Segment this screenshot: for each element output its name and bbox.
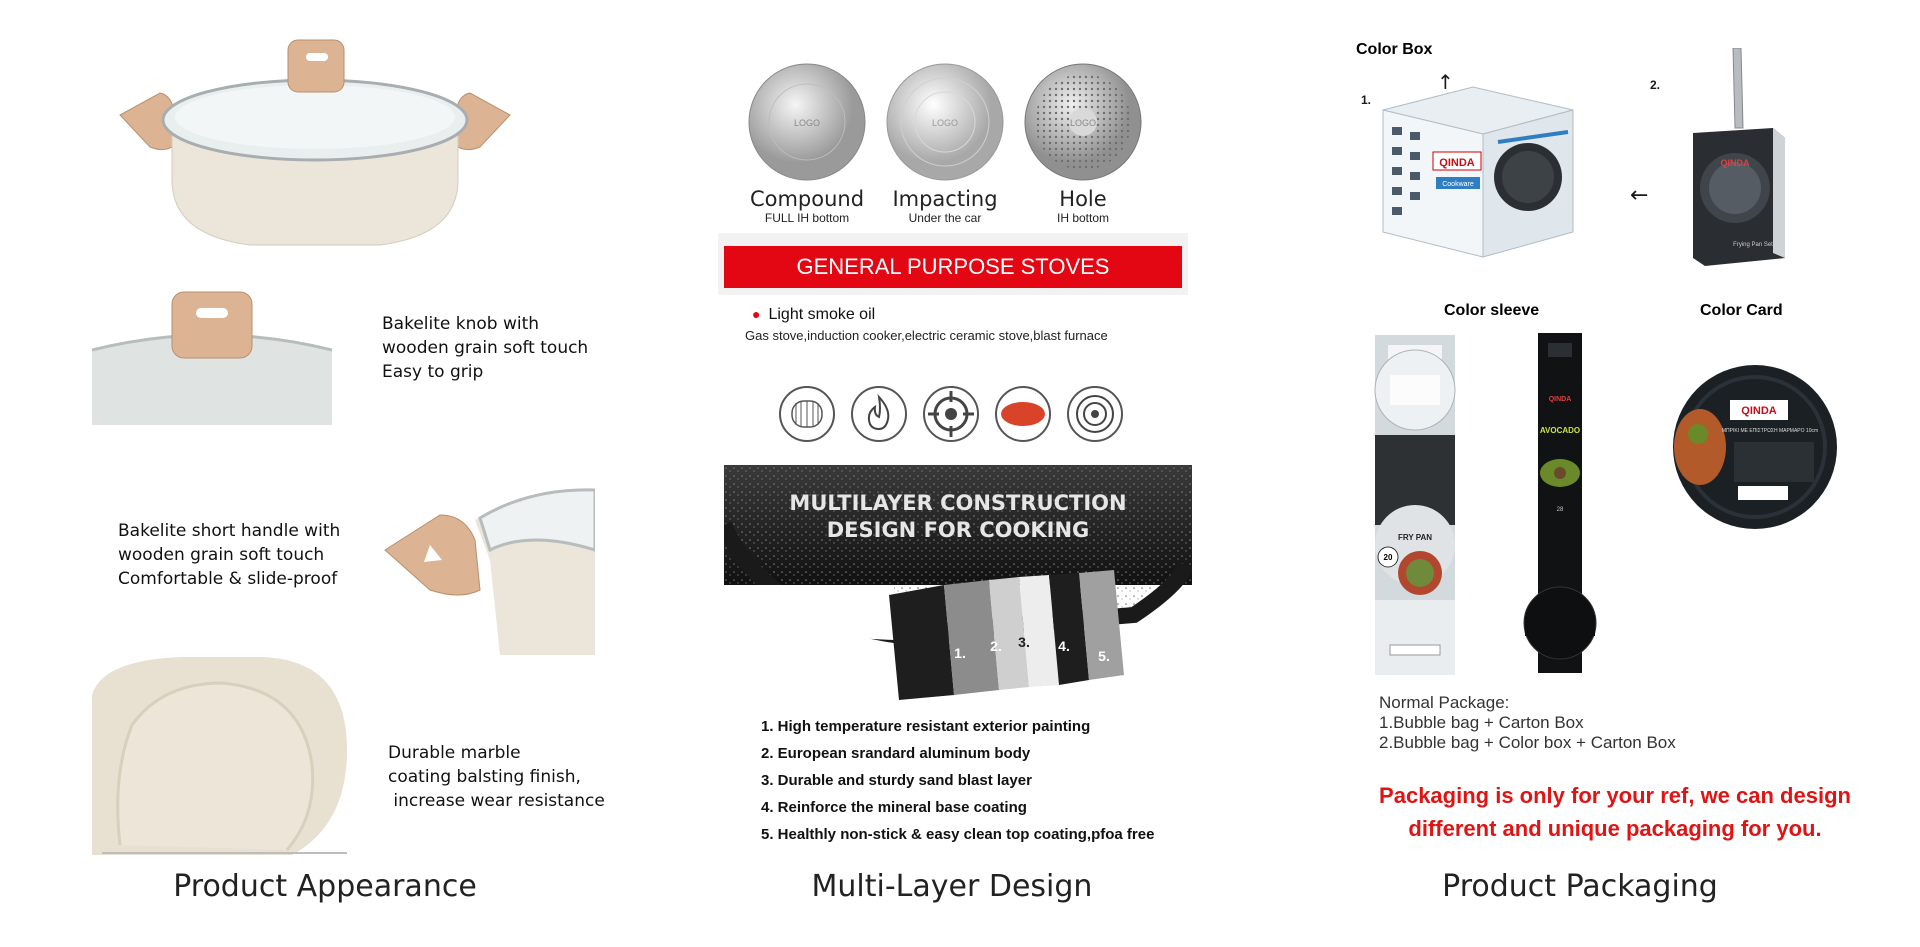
bottom-sub: Under the car — [908, 211, 982, 225]
brand-logo: QINDA — [1721, 158, 1751, 168]
coating-closeup-image — [92, 657, 347, 855]
logo-mark: LOGO — [932, 118, 958, 128]
color-card-label: Color Card — [1700, 302, 1783, 319]
impacting-bottom-disk: LOGO — [886, 63, 1004, 181]
bottom-name: Compound — [749, 187, 865, 211]
box2-caption: Frying Pan Set — [1733, 242, 1773, 248]
bottom-sub: IH bottom — [1056, 211, 1110, 225]
knob-feature-line: Bakelite knob with — [382, 314, 540, 334]
layer-number: 5. — [1098, 648, 1110, 664]
bottom-option-compound: LOGO Compound FULL IH bottom — [742, 62, 872, 225]
gas-burner-icon — [923, 386, 979, 442]
option-number-2: 2. — [1650, 78, 1661, 92]
bottom-name: Hole — [1059, 187, 1107, 211]
construction-title-line: DESIGN FOR COOKING — [827, 518, 1090, 542]
sleeve-size: 28 — [1557, 507, 1564, 513]
brand-logo: QINDA — [1741, 405, 1777, 417]
flame-icon — [851, 386, 907, 442]
brand-logo: QINDA — [1549, 396, 1572, 403]
normal-package-title: Normal Package: — [1379, 693, 1510, 712]
knob-feature-line: Easy to grip — [382, 362, 484, 382]
normal-package-line: 2.Bubble bag + Color box + Carton Box — [1379, 733, 1676, 752]
color-sleeve-image-1: FRY PAN 20 — [1374, 335, 1456, 675]
packaging-note: Packaging is only for your ref, we can d… — [1355, 779, 1875, 845]
normal-package-info: Normal Package: 1.Bubble bag + Carton Bo… — [1379, 693, 1676, 753]
logo-mark: LOGO — [1070, 118, 1096, 128]
bottom-name: Impacting — [892, 187, 998, 211]
coating-feature-line: increase wear resistance — [388, 791, 605, 811]
normal-package-line: 1.Bubble bag + Carton Box — [1379, 713, 1584, 732]
sleeve-product-name: AVOCADO — [1540, 426, 1580, 435]
color-sleeve-label: Color sleeve — [1444, 302, 1540, 319]
layer-number: 2. — [990, 638, 1002, 654]
color-box-label: Color Box — [1356, 41, 1433, 58]
smoke-oil-label: ●Light smoke oil — [752, 306, 876, 323]
coil-stove-icon — [779, 386, 835, 442]
layer-item: 3. Durable and sturdy sand blast layer — [761, 772, 1032, 789]
hole-bottom-disk: LOGO — [1024, 63, 1142, 181]
handle-feature-line: Bakelite short handle with — [118, 521, 341, 541]
ceramic-plate-icon — [995, 386, 1051, 442]
layer-item: 5. Healthly non-stick & easy clean top c… — [761, 826, 1155, 843]
arrow-left-icon: ← — [1630, 183, 1649, 208]
appearance-section-title: Product Appearance — [173, 869, 477, 904]
frying-pan-box-image: QINDA Frying Pan Set — [1693, 48, 1785, 266]
layer-list: 1. High temperature resistant exterior p… — [761, 718, 1201, 853]
multilayer-construction-image: 1. 2. 3. 4. 5. MULTILAYER CONSTRUCTION D… — [724, 465, 1192, 700]
logo-mark: LOGO — [794, 118, 820, 128]
arrow-up-icon: ↑ — [1437, 70, 1454, 94]
handle-closeup-image — [384, 488, 595, 655]
handle-feature-line: wooden grain soft touch — [118, 545, 325, 565]
option-number-1: 1. — [1361, 93, 1372, 107]
sleeve-size: 20 — [1384, 553, 1393, 562]
packaging-note-line: Packaging is only for your ref, we can d… — [1379, 783, 1851, 808]
coating-feature-line: coating balsting finish, — [388, 767, 581, 787]
layer-item: 2. European srandard aluminum body — [761, 745, 1031, 762]
card-caption: ΜΠΡΙΚΙ ΜΕ ΕΠΙΣΤΡΩΣΗ ΜΑΡΜΑΡΟ 10cm — [1722, 428, 1818, 434]
layer-number: 1. — [954, 645, 966, 661]
box-tag: Cookware — [1442, 181, 1474, 188]
knob-closeup-image — [92, 290, 332, 425]
layer-number: 3. — [1018, 634, 1030, 650]
construction-title-line: MULTILAYER CONSTRUCTION — [789, 491, 1126, 515]
casserole-image — [119, 39, 511, 246]
bottom-option-impacting: LOGO Impacting Under the car — [880, 62, 1010, 225]
bottom-sub: FULL IH bottom — [764, 211, 850, 225]
compound-bottom-disk: LOGO — [748, 63, 866, 181]
sleeve-pan-label: FRY PAN — [1398, 533, 1432, 542]
layer-item: 1. High temperature resistant exterior p… — [761, 718, 1091, 735]
layer-number: 4. — [1058, 638, 1070, 654]
multilayer-section-title: Multi-Layer Design — [811, 869, 1093, 904]
color-sleeve-image-2: QINDA AVOCADO 28 — [1523, 333, 1597, 673]
bottom-option-hole: LOGO Hole IH bottom — [1018, 62, 1148, 225]
stove-types-text: Gas stove,induction cooker,electric cera… — [745, 328, 1108, 343]
layer-item: 4. Reinforce the mineral base coating — [761, 799, 1027, 816]
knob-feature-line: wooden grain soft touch — [382, 338, 589, 358]
coating-feature-line: Durable marble — [388, 743, 521, 763]
brand-logo: QINDA — [1439, 157, 1475, 169]
color-box-image: QINDA Cookware — [1382, 86, 1574, 258]
red-bullet-icon: ● — [752, 306, 761, 322]
packaging-note-line: different and unique packaging for you. — [1408, 816, 1822, 841]
general-purpose-stoves-banner: GENERAL PURPOSE STOVES — [724, 246, 1182, 288]
induction-icon — [1067, 386, 1123, 442]
packaging-section-title: Product Packaging — [1442, 869, 1718, 904]
color-card-image: QINDA ΜΠΡΙΚΙ ΜΕ ΕΠΙΣΤΡΩΣΗ ΜΑΡΜΑΡΟ 10cm — [1673, 365, 1837, 529]
handle-feature-line: Comfortable & slide-proof — [118, 569, 338, 589]
